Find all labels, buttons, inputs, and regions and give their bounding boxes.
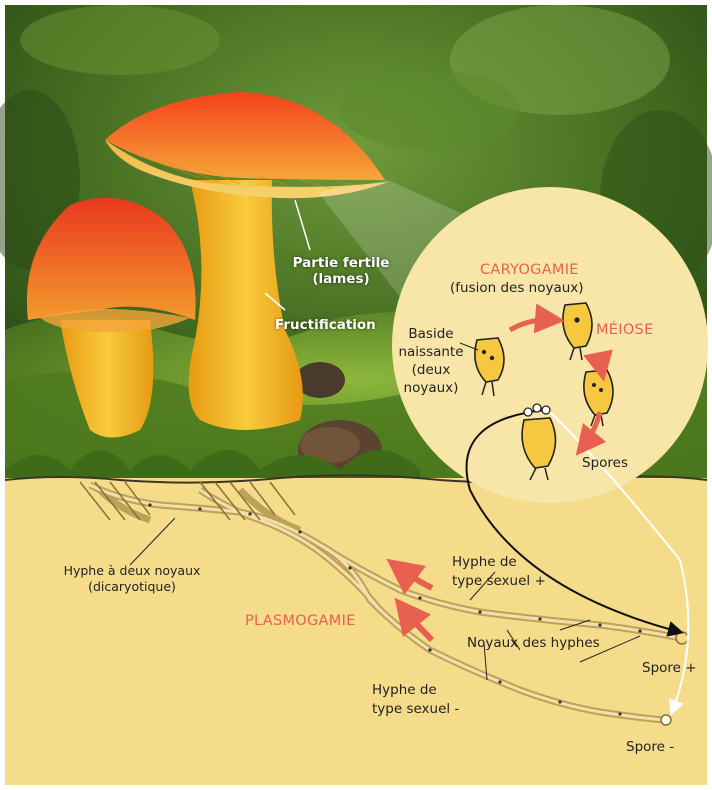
caryogamie-sub-label: (fusion des noyaux) [450,280,584,296]
fertile-part-label: Partie fertile (lames) [286,255,396,287]
fertile-part-line2: (lames) [286,271,396,287]
soil-area [5,478,707,785]
meiose-label: MÉIOSE [596,322,654,338]
fructification-label: Fructification [275,317,376,333]
hyphe-plus-line1: Hyphe de [452,553,546,572]
spore-plus-label: Spore + [642,660,697,676]
spore-plus-icon [676,632,688,644]
hyphe-plus-label: Hyphe de type sexuel + [452,553,546,591]
baside-line1: Baside [388,325,474,343]
baside-label: Baside naissante (deux noyaux) [388,325,474,397]
hyphe-deux-noyaux-line2: (dicaryotique) [28,579,236,595]
baside-line3: (deux [388,361,474,379]
spore-minus-icon [661,715,671,725]
hyphe-minus-line1: Hyphe de [372,681,459,700]
spores-label: Spores [582,455,628,471]
hyphe-deux-noyaux-label: Hyphe à deux noyaux (dicaryotique) [28,563,236,595]
hyphe-minus-line2: type sexuel - [372,700,459,719]
hyphe-deux-noyaux-line1: Hyphe à deux noyaux [28,563,236,579]
baside-line2: naissante [388,343,474,361]
hyphe-plus-line2: type sexuel + [452,572,546,591]
baside-line4: noyaux) [388,379,474,397]
caryogamie-label: CARYOGAMIE [480,262,579,278]
plasmogamie-label: PLASMOGAMIE [245,613,356,629]
noyaux-hyphes-label: Noyaux des hyphes [467,635,600,651]
fertile-part-line1: Partie fertile [286,255,396,271]
hyphe-minus-label: Hyphe de type sexuel - [372,681,459,719]
spore-minus-label: Spore - [626,739,674,755]
